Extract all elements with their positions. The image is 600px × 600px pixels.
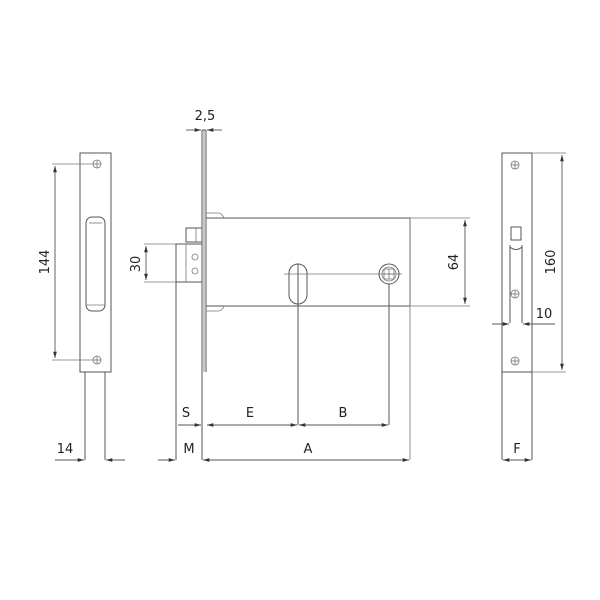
screw-icon	[510, 356, 520, 366]
dim-M-label: M	[183, 442, 194, 457]
dim-64-label: 64	[447, 254, 462, 271]
dim-10-label: 10	[536, 307, 553, 322]
screw-icon	[92, 355, 102, 365]
spindle-hub-icon	[378, 263, 400, 285]
dim-F-label: F	[513, 442, 520, 457]
faceplate-view: 160 10 F	[492, 152, 566, 462]
screw-icon	[92, 159, 102, 169]
screw-icon	[510, 289, 520, 299]
dim-E-label: E	[246, 406, 254, 421]
lock-body-view: 2,5 30	[129, 109, 470, 462]
dim-S-label: S	[182, 406, 190, 421]
dim-14-label: 14	[57, 442, 74, 457]
dim-160-label: 160	[544, 250, 559, 275]
dim-30-label: 30	[129, 256, 144, 273]
dim-A-label: A	[304, 442, 313, 457]
strike-plate-view: 144 14	[38, 152, 125, 462]
dim-B-label: B	[339, 406, 348, 421]
dim-144-label: 144	[38, 250, 53, 275]
screw-icon	[510, 160, 520, 170]
dim-2-5-label: 2,5	[195, 109, 216, 124]
